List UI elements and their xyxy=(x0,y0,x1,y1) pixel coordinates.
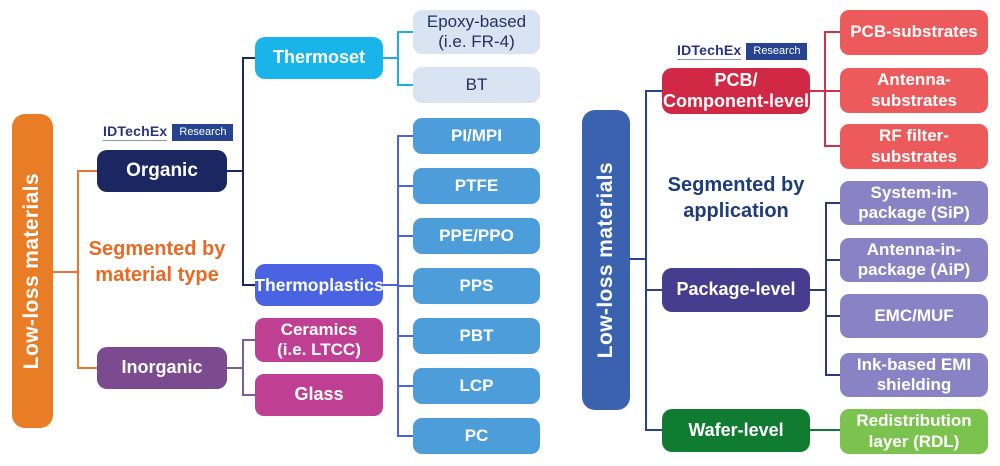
left-caption: Segmented by material type xyxy=(88,238,226,286)
node-wafer-level: Wafer-level xyxy=(662,409,810,452)
right-root-bar-label: Low-loss materials xyxy=(593,161,617,359)
leaf-ppe-ppo: PPE/PPO xyxy=(413,218,540,254)
leaf-redistribution-layer: Redistribution layer (RDL) xyxy=(840,409,988,454)
left-root-bar-label: Low-loss materials xyxy=(20,172,44,370)
right-root-bar: Low-loss materials xyxy=(582,110,630,410)
leaf-pi-mpi: PI/MPI xyxy=(413,118,540,154)
left-root-bar: Low-loss materials xyxy=(12,114,53,428)
node-package-level: Package-level xyxy=(662,268,810,312)
connector-pcb-children xyxy=(810,31,840,147)
node-thermoplastics: Thermoplastics xyxy=(254,264,384,306)
leaf-antenna-in-package: Antenna-in- package (AiP) xyxy=(840,238,988,282)
leaf-emc-muf: EMC/MUF xyxy=(840,294,988,338)
leaf-pcb-substrates: PCB-substrates xyxy=(840,10,988,55)
idtechex-brand-text: IDTechEx xyxy=(103,123,168,141)
leaf-pps: PPS xyxy=(413,268,540,304)
leaf-ink-based-emi-shielding: Ink-based EMI shielding xyxy=(840,353,988,397)
idtechex-research-badge: Research xyxy=(746,42,808,60)
node-inorganic: Inorganic xyxy=(97,347,227,389)
leaf-glass: Glass xyxy=(255,374,383,416)
leaf-epoxy-based: Epoxy-based (i.e. FR-4) xyxy=(413,10,540,54)
idtechex-brand-text: IDTechEx xyxy=(677,42,742,60)
node-thermoset: Thermoset xyxy=(255,37,383,79)
leaf-ceramics: Ceramics (i.e. LTCC) xyxy=(255,318,383,362)
connector-thermoset-children xyxy=(383,31,413,86)
leaf-system-in-package: System-in- package (SiP) xyxy=(840,181,988,225)
leaf-pbt: PBT xyxy=(413,318,540,354)
idtechex-research-badge: Research xyxy=(172,123,234,141)
node-pcb-component-level: PCB/ Component-level xyxy=(662,68,810,114)
leaf-rf-filter-substrates: RF filter- substrates xyxy=(840,124,988,169)
node-organic: Organic xyxy=(97,150,227,192)
connector-organic-children xyxy=(227,57,255,286)
leaf-bt: BT xyxy=(413,67,540,103)
idtechex-logo-right: IDTechEx Research xyxy=(677,42,808,60)
connector-thermoplastics-children xyxy=(383,135,413,437)
right-caption: Segmented by application xyxy=(667,174,805,222)
connector-inorganic-children xyxy=(227,339,255,396)
leaf-antenna-substrates: Antenna- substrates xyxy=(840,68,988,113)
leaf-ptfe: PTFE xyxy=(413,168,540,204)
connector-right-bar-children xyxy=(630,90,662,431)
leaf-pc: PC xyxy=(413,418,540,454)
leaf-lcp: LCP xyxy=(413,368,540,404)
idtechex-logo-left: IDTechEx Research xyxy=(103,123,234,141)
connector-left-bar-children xyxy=(53,170,97,369)
connector-package-children xyxy=(810,202,840,376)
